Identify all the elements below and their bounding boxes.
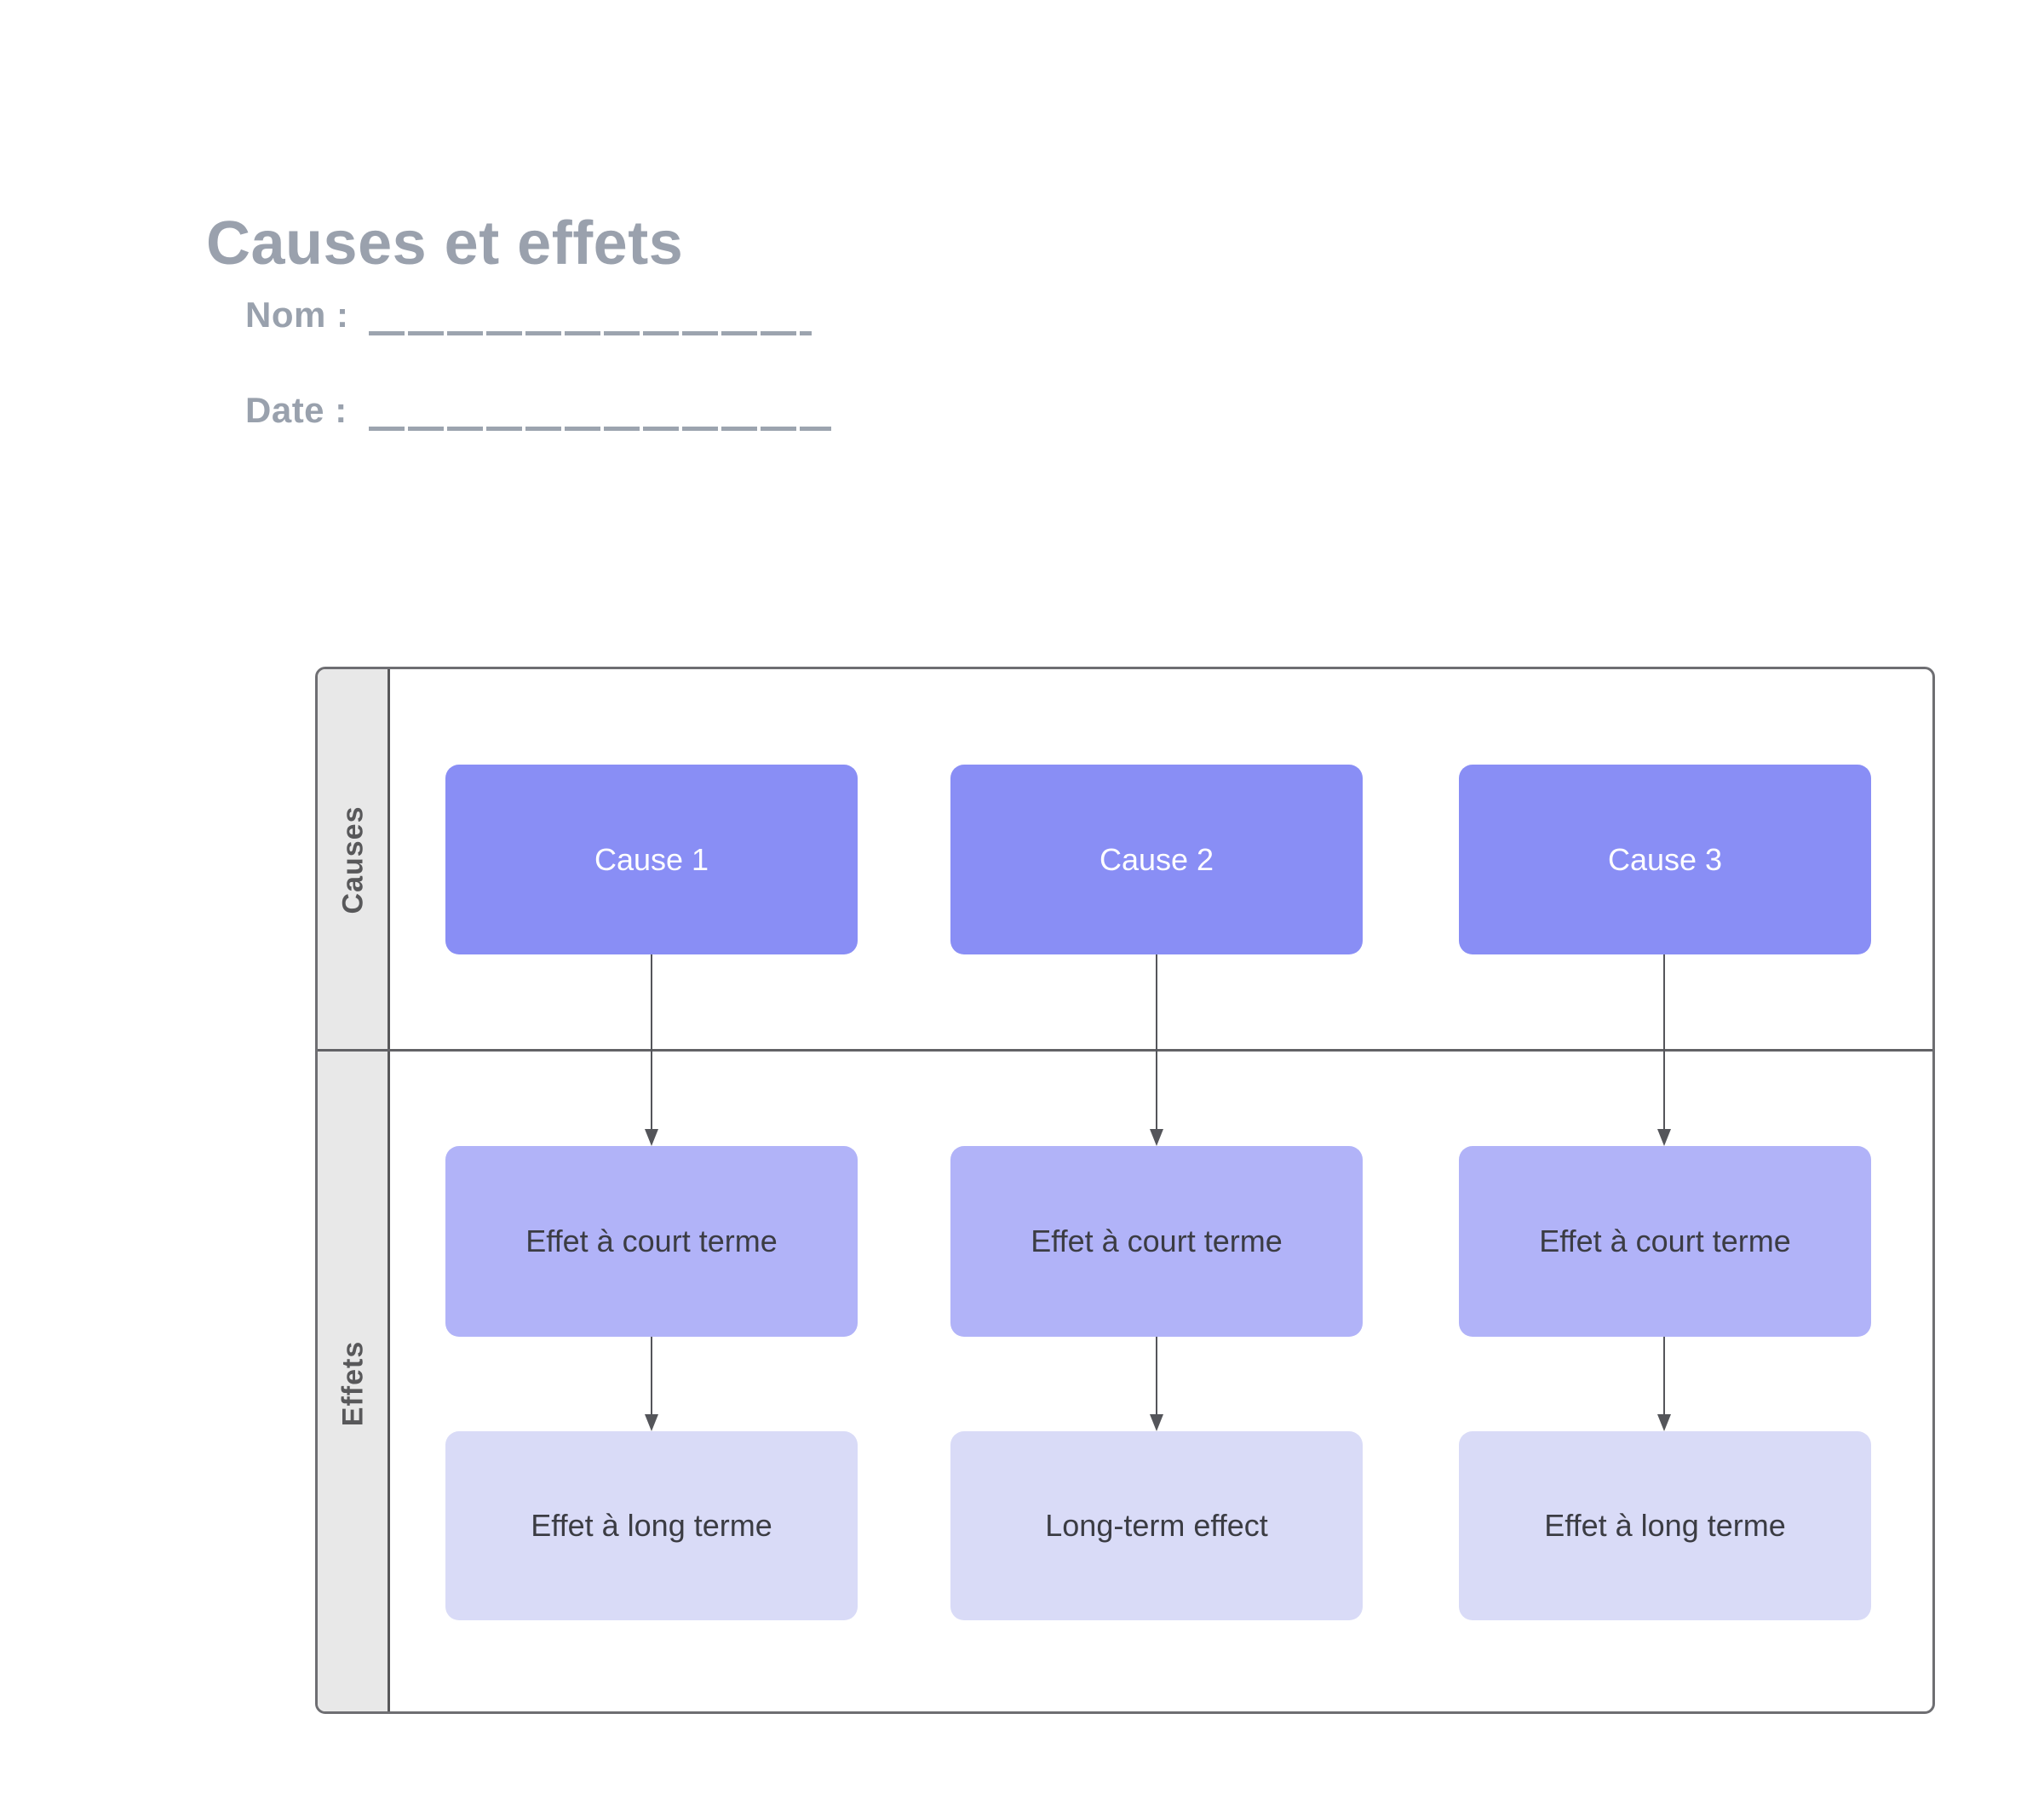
date-field-label: Date : xyxy=(245,390,347,430)
short-term-box-1: Effet à court terme xyxy=(445,1146,858,1337)
long-term-box-3: Effet à long terme xyxy=(1459,1431,1871,1620)
name-field-label: Nom : xyxy=(245,295,349,335)
cause-box-1: Cause 1 xyxy=(445,765,858,954)
name-field-blank-line[interactable] xyxy=(369,331,812,335)
cause-effect-table: Causes Effets Cause 1 Effet à court term… xyxy=(315,667,1935,1714)
date-field-blank-line[interactable] xyxy=(369,427,831,431)
arrow-head-icon xyxy=(645,1414,658,1431)
arrow-head-icon xyxy=(1150,1414,1163,1431)
arrow-head-icon xyxy=(1657,1129,1671,1146)
arrow-head-icon xyxy=(1150,1129,1163,1146)
short-term-box-2: Effet à court terme xyxy=(950,1146,1363,1337)
arrow-line xyxy=(1156,954,1157,1131)
long-term-box-2: Long-term effect xyxy=(950,1431,1363,1620)
arrow-head-icon xyxy=(645,1129,658,1146)
cause-box-2: Cause 2 xyxy=(950,765,1363,954)
row-label-effets: Effets xyxy=(336,1340,370,1427)
arrow-line xyxy=(651,954,652,1131)
arrow-line xyxy=(1156,1337,1157,1416)
row-label-causes: Causes xyxy=(336,805,370,914)
arrow-head-icon xyxy=(1657,1414,1671,1431)
page-title: Causes et effets xyxy=(206,209,684,278)
arrow-line xyxy=(1663,954,1665,1131)
row-label-column xyxy=(318,669,390,1711)
row-divider xyxy=(318,1049,1932,1052)
short-term-box-3: Effet à court terme xyxy=(1459,1146,1871,1337)
cause-box-3: Cause 3 xyxy=(1459,765,1871,954)
long-term-box-1: Effet à long terme xyxy=(445,1431,858,1620)
arrow-line xyxy=(651,1337,652,1416)
arrow-line xyxy=(1663,1337,1665,1416)
